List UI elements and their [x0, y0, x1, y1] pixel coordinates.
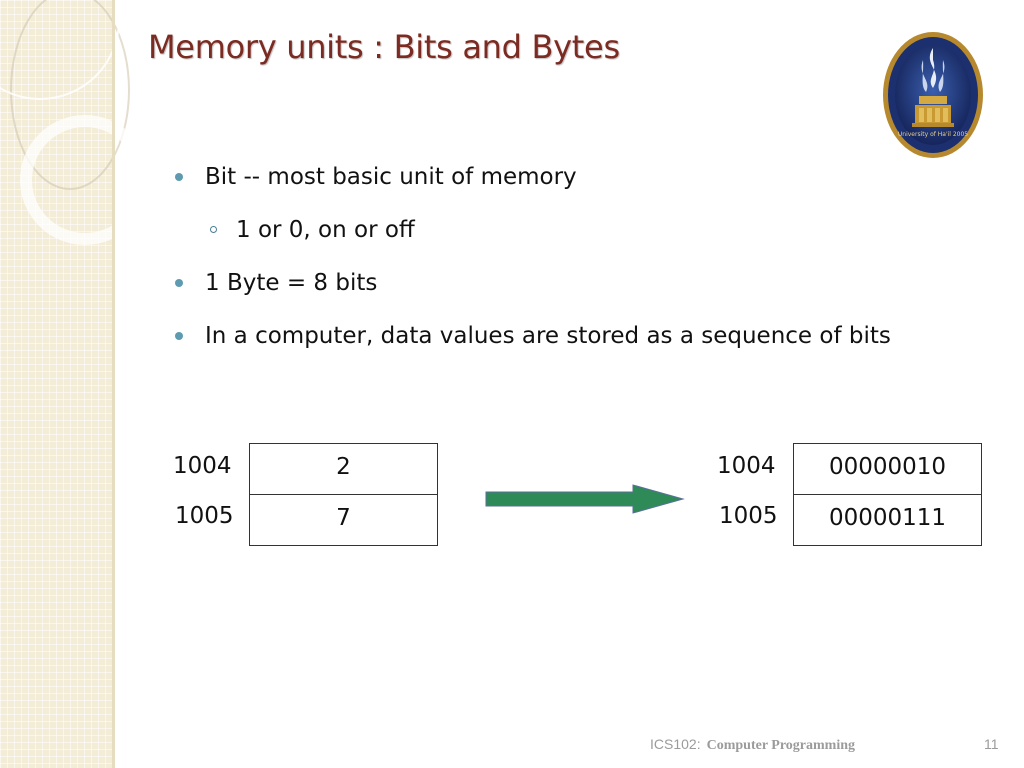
slide-title: Memory units : Bits and Bytes	[148, 28, 620, 66]
bullet-dot-icon	[175, 279, 183, 287]
footer-course-code: ICS102:	[650, 736, 701, 752]
bullet-text: 1 Byte = 8 bits	[205, 270, 378, 296]
memory-cell-value: 00000111	[828, 505, 947, 531]
bullet-text: In a computer, data values are stored as…	[205, 323, 891, 349]
memory-cell-divider	[250, 494, 437, 495]
bullet-dot-icon	[175, 173, 183, 181]
memory-cell-divider	[794, 494, 981, 495]
side-strip-edge	[112, 0, 115, 768]
decorative-ring	[20, 115, 150, 245]
decimal-memory-table: 2 7	[249, 443, 438, 546]
memory-address-label: 1005	[719, 503, 778, 529]
memory-address-label: 1004	[173, 453, 232, 479]
hollow-bullet-icon	[210, 226, 217, 233]
arrow-right-icon	[485, 484, 685, 514]
bullet-dot-icon	[175, 332, 183, 340]
memory-cell-value: 2	[336, 454, 351, 480]
binary-memory-table: 00000010 00000111	[793, 443, 982, 546]
university-of-hail-seal-icon: University of Ha'il 2005	[883, 32, 983, 158]
memory-cell-value: 7	[336, 505, 351, 531]
footer-course-name: Computer Programming	[706, 738, 856, 753]
memory-address-label: 1005	[175, 503, 234, 529]
page-number: 11	[984, 736, 999, 752]
bullet-text: Bit -- most basic unit of memory	[205, 164, 577, 190]
memory-address-label: 1004	[717, 453, 776, 479]
bullet-text: 1 or 0, on or off	[236, 217, 415, 243]
logo-text: University of Ha'il 2005	[898, 131, 968, 138]
footer-course: ICS102: Computer Programming	[650, 736, 855, 754]
memory-cell-value: 00000010	[828, 454, 947, 480]
decorative-side-strip	[0, 0, 150, 768]
